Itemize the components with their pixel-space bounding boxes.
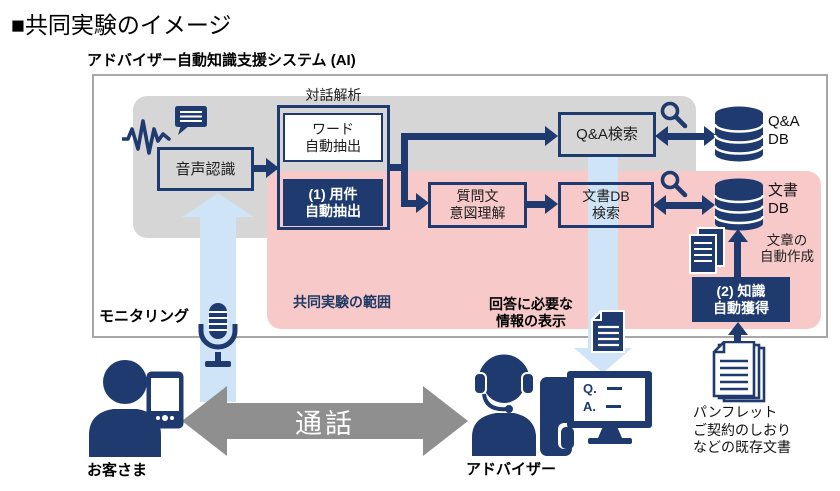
monitor-q-row: Q. [574, 381, 645, 396]
doc-db-line1: 文書 [768, 182, 799, 199]
monitor-a-label: A. [583, 399, 596, 414]
knowledge-line2: 自動獲得 [713, 299, 769, 316]
auto-compose-line1: 文章の [766, 233, 808, 248]
qa-db-line1: Q&A [768, 113, 800, 130]
existing-docs-line3: などの既存文書 [693, 439, 791, 455]
flow-split-vertical [401, 133, 408, 207]
word-extract-box: ワード 自動抽出 [283, 113, 383, 162]
microphone-icon [198, 303, 238, 367]
monitor-a-line [606, 405, 621, 408]
intent-box: 質問文 意図理解 [428, 182, 527, 228]
doc-db-line2: DB [768, 199, 789, 217]
arrowhead-up-to-knowledge [728, 322, 748, 335]
flow-analysis-out-stub [389, 164, 405, 171]
arrowhead-to-qa-search [545, 126, 558, 146]
call-arrow-shaft: 通話 [227, 403, 423, 439]
person-icon [89, 360, 161, 457]
arrowhead-into-qa-db [704, 126, 717, 146]
monitor-q-line [606, 387, 622, 390]
flow-speech-to-analysis [254, 165, 268, 172]
youken-extract-line2: 自動抽出 [305, 202, 361, 219]
flow-qa-search-db [668, 133, 704, 140]
smartphone-icon [146, 371, 184, 429]
flow-intent-to-docdb-search [527, 201, 546, 208]
experiment-scope-label: 共同実験の範囲 [293, 294, 391, 310]
voice-upload-band-arrowhead [182, 193, 254, 217]
monitor-stand-base [588, 438, 632, 444]
speech-recognition-label: 音声認識 [175, 160, 236, 178]
flow-to-intent-stub [405, 200, 417, 207]
page-title: ■共同実験のイメージ [11, 12, 232, 38]
dialogue-analysis-label: 対話解析 [305, 87, 362, 103]
call-arrow-left-head [182, 386, 227, 456]
monitor-screen: Q. A. [574, 378, 645, 421]
arrowhead-to-docdb-search [545, 194, 558, 214]
call-arrow-right-head [423, 386, 468, 456]
dialogue-analysis-box [277, 105, 390, 230]
qa-db-label: Q&A DB [768, 113, 800, 148]
arrowhead-to-intent [416, 193, 429, 213]
document-stack-icon [712, 341, 766, 403]
intent-line2: 意図理解 [449, 205, 506, 221]
arrowhead-up-to-doc-db [728, 229, 748, 242]
arrowhead-into-qa-search [655, 126, 668, 146]
arrowhead-into-docdb-search [653, 195, 666, 215]
monitor-q-label: Q. [583, 381, 597, 396]
monitor-stand-neck [598, 428, 622, 438]
ai-system-label: アドバイザー自動知識支援システム (AI) [87, 52, 356, 69]
advisor-label: アドバイザー [466, 461, 557, 478]
existing-docs-line1: パンフレット [693, 404, 778, 420]
answer-info-line1: 回答に必要な [489, 296, 573, 312]
qa-search-box: Q&A検索 [558, 112, 656, 157]
monitor-a-row: A. [574, 399, 645, 414]
speech-recognition-box: 音声認識 [157, 147, 254, 191]
monitoring-label: モニタリング [99, 308, 190, 325]
docdb-search-line1: 文書DB [582, 188, 630, 204]
advisor-headset-icon [472, 354, 574, 456]
auto-compose-line2: 自動作成 [760, 248, 814, 264]
flow-docdb-search-db [666, 202, 702, 209]
document-stack-icon [689, 227, 725, 274]
word-extract-line1: ワード [312, 120, 354, 137]
document-icon [591, 310, 625, 353]
database-icon [713, 178, 765, 231]
word-extract-line2: 自動抽出 [305, 137, 361, 154]
knowledge-acquisition-box: (2) 知識 自動獲得 [692, 277, 790, 322]
waveform-icon [122, 119, 171, 155]
youken-extract-box: (1) 用件 自動抽出 [283, 179, 383, 226]
flow-to-qa-search [401, 133, 546, 140]
intent-line1: 質問文 [456, 188, 499, 204]
docdb-search-line2: 検索 [592, 205, 620, 221]
call-label: 通話 [295, 408, 355, 439]
doc-db-label: 文書 DB [768, 182, 798, 217]
monitor-icon: Q. A. [567, 371, 652, 428]
flow-knowledge-to-docdb [734, 241, 741, 278]
search-icon [660, 170, 688, 198]
search-icon [660, 101, 688, 129]
qa-search-label: Q&A検索 [576, 126, 638, 143]
customer-label: お客さま [87, 462, 148, 479]
docdb-search-box: 文書DB 検索 [558, 182, 654, 228]
existing-docs-line2: ご契約のしおり [693, 421, 791, 438]
qa-db-line2: DB [768, 130, 789, 148]
answer-info-label: 回答に必要な 情報の表示 [468, 296, 594, 329]
database-icon [713, 106, 765, 162]
arrowhead-into-doc-db [702, 195, 715, 215]
flow-docs-to-knowledge [734, 334, 741, 343]
answer-info-line2: 情報の表示 [496, 312, 566, 329]
youken-extract-line1: (1) 用件 [308, 185, 358, 202]
existing-docs-label: パンフレット ご契約のしおり などの既存文書 [693, 404, 791, 457]
knowledge-line1: (2) 知識 [716, 282, 766, 299]
speech-bubble-icon [175, 106, 207, 135]
arrowhead-to-analysis [266, 158, 279, 178]
auto-compose-label: 文章の 自動作成 [752, 233, 822, 264]
